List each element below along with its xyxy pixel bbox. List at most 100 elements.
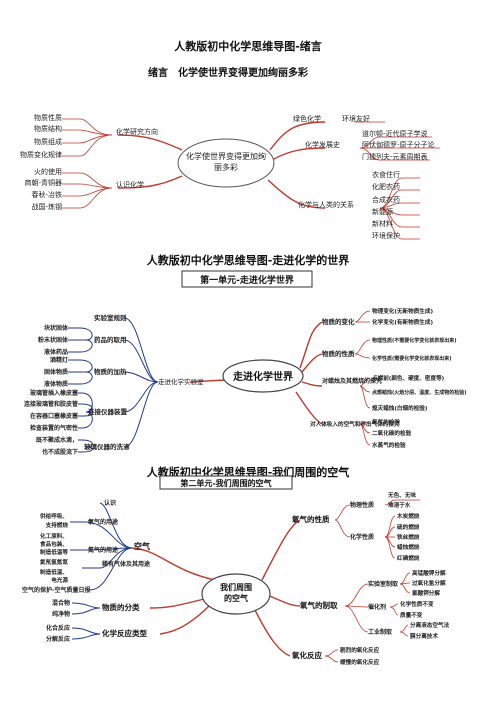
intro-research-item: 物质变化规律: [20, 150, 62, 159]
unit1-left-item: 酒精灯: [50, 356, 68, 364]
unit1-right-item: 水蒸气的检验: [371, 441, 406, 449]
unit2-reaction-type-item: 化合反应: [46, 624, 70, 632]
page-title-unit1: 人教版初中化学思维导图-走进化学的世界: [146, 254, 350, 267]
unit1-right-item: 物理性质(不需要化学变化就表现出来): [372, 337, 457, 344]
intro-relation-item: 衣食住行: [372, 170, 400, 179]
unit2-nitrogen-use-item: 化工原料、: [40, 532, 68, 540]
unit1-right-group-label: 物质的性质: [322, 349, 355, 358]
unit1-left-group-label: 物质的加热: [94, 367, 127, 376]
intro-green-label: 绿色化学: [293, 114, 321, 123]
intro-subtitle: 绪言 化学使世界变得更加绚丽多彩: [148, 66, 308, 79]
unit2-center-line1: 我们周围: [220, 582, 252, 592]
unit1-left-group-label: 药品的取用: [94, 335, 127, 344]
unit2-physical-item: 难溶于水: [387, 501, 411, 509]
unit1-right-group-label: 对人体吸入的空气和呼出气体的探究: [310, 420, 400, 428]
unit1-left-item: 块状固体: [44, 324, 69, 332]
intro-history-item: 火的使用: [34, 167, 62, 176]
intro-relation-label: 化学与人类的关系: [298, 200, 354, 209]
unit2-noble-use-item: 电光源: [51, 576, 68, 584]
unit2-noble-use-item: 氦氖氩氪氙: [40, 558, 68, 566]
unit2-industry-item: 膜分离技术: [410, 632, 438, 640]
unit2-lab-item: 高锰酸钾分解: [412, 569, 446, 577]
unit2-reaction-type-item: 分解反应: [46, 635, 70, 643]
unit1-left-item: 也不成股流下: [42, 448, 78, 456]
unit2-catalyst-item: 化学性质不变: [400, 600, 434, 608]
intro-research-item: 物质性质: [34, 113, 62, 122]
unit2-oxygen-use-label: 氧气的用途: [87, 518, 119, 526]
unit1-right-item: 点燃蜡烛(火焰分层、温度、生成物的检验): [372, 389, 467, 396]
intro-research-item: 物质组成: [34, 137, 62, 146]
unit2-center-line2: 的空气: [224, 593, 248, 603]
intro-history-item: 春秋-冶铁: [31, 190, 62, 199]
unit2-air-known: 认识: [104, 499, 116, 507]
unit2-properties-label: 氧气的性质: [291, 514, 330, 524]
unit1-left-item: 连接玻璃管和胶皮管: [24, 400, 78, 408]
unit1-right-item: 物理变化(无新物质生成): [372, 307, 433, 315]
unit2-chemical-item: 红磷燃烧: [397, 554, 420, 562]
unit2-oxidation-label: 氧化反应: [291, 650, 322, 660]
unit2-nitrogen-use-item: 食品包装、: [39, 540, 68, 548]
unit2-catalyst-item: 质量不变: [400, 611, 423, 619]
unit2-oxidation-item: 剧烈的氧化反应: [340, 646, 380, 654]
unit2-banner: 第二单元-我们周围的空气: [180, 478, 271, 488]
unit1-right-group-label: 物质的变化: [322, 317, 355, 326]
unit2-protection: 空气的保护-空气质量日报: [22, 586, 91, 594]
unit1-right-item: 二氧化碳的检验: [372, 429, 412, 437]
unit1-left-item: 液体药品: [44, 348, 68, 356]
unit1-right-item: 熄灭蜡烛(白烟的检验): [372, 404, 428, 412]
unit1-left-item: 液体物质: [44, 380, 68, 388]
unit2-oxygen-use-item: 供给呼吸、: [39, 512, 68, 520]
unit2-physical-label: 物理性质: [350, 501, 374, 509]
unit2-chemical-item: 硫的燃烧: [397, 523, 420, 531]
unit1-left-group-label: 连接仪器装置: [88, 407, 128, 416]
unit2-classification-label: 物质的分类: [102, 602, 140, 612]
unit2-lab-item: 过氧化氢分解: [412, 579, 446, 587]
unit2-chemical-label: 化学性质: [350, 533, 374, 541]
unit2-preparation-label: 氧气的制取: [299, 600, 338, 610]
unit1-left-item: 既不聚成水滴，: [36, 436, 78, 444]
intro-center-line1: 化学使世界变得更加绚: [186, 151, 266, 161]
unit2-chemical-item: 铁丝燃烧: [397, 533, 420, 541]
intro-history-item: 战国-炼钢: [31, 202, 62, 211]
unit1-right-item: 化学性质(需要化学变化就表现出来): [372, 355, 452, 362]
unit1-left-group-label: 实验室规则: [94, 313, 127, 322]
unit2-chemical-item: 蜡烛燃烧: [397, 543, 420, 551]
unit2-chemical-item: 木炭燃烧: [396, 512, 420, 520]
unit2-oxygen-use-item: 支持燃烧: [45, 521, 69, 529]
unit2-classification-item: 纯净物: [52, 610, 70, 618]
unit1-left-group-label: 玻璃仪器的洗涤: [84, 442, 130, 451]
unit2-air-label: 空气: [134, 541, 150, 551]
intro-relation-item: 新能源: [372, 207, 393, 216]
intro-development-item: 阿伏伽德罗-原子分子论: [362, 140, 435, 149]
unit1-left-hub: 走进化学实验室: [158, 377, 204, 386]
unit2-lab-item: 氯酸钾分解: [412, 589, 440, 597]
unit1-left-item: 粉末状固体: [38, 336, 69, 344]
intro-center-line2: 丽多彩: [214, 162, 238, 172]
unit2-noble-use-label: 稀有气体及其用途: [101, 560, 151, 568]
intro-green-item: 环境友好: [342, 114, 370, 123]
unit2-nitrogen-use-item: 制造低温等: [40, 548, 68, 556]
unit1-banner: 第一单元-走进化学世界: [200, 274, 294, 286]
unit1-left-item: 玻璃管插入橡皮塞: [30, 389, 79, 397]
unit2-classification-item: 混合物: [52, 599, 70, 607]
unit2-lab-label: 实验室制取: [368, 580, 399, 588]
unit1-left-item: 在容器口塞橡皮塞: [30, 412, 79, 420]
unit1-right-item: 点燃前(颜色、硬度、密度等): [372, 374, 445, 382]
unit2-physical-item: 无色、无味: [387, 491, 416, 499]
unit2-oxidation-item: 缓慢的氧化反应: [340, 658, 380, 666]
unit1-left-item: 检查装置的气密性: [30, 424, 78, 432]
unit2-reaction-type-label: 化学反应类型: [102, 628, 147, 638]
unit2-nitrogen-use-label: 氮气的用途: [88, 546, 119, 554]
intro-development-item: 门捷列夫-元素周期表: [362, 152, 428, 161]
page-title-intro: 人教版初中化学思维导图-绪言: [174, 40, 322, 53]
intro-history-label: 认识化学: [116, 180, 144, 189]
intro-development-label: 化学发展史: [305, 140, 340, 149]
unit1-right-group-label: 对蜡烛及其燃烧的探究: [322, 377, 382, 385]
intro-relation-item: 环境保护: [372, 231, 400, 240]
unit2-industry-label: 工业制取: [368, 628, 393, 636]
intro-research-label: 化学研究方向: [116, 127, 158, 136]
unit1-left-item: 固体物质: [44, 368, 68, 376]
intro-research-item: 物质结构: [34, 124, 62, 133]
unit2-catalyst-label: 催化剂: [368, 603, 386, 611]
